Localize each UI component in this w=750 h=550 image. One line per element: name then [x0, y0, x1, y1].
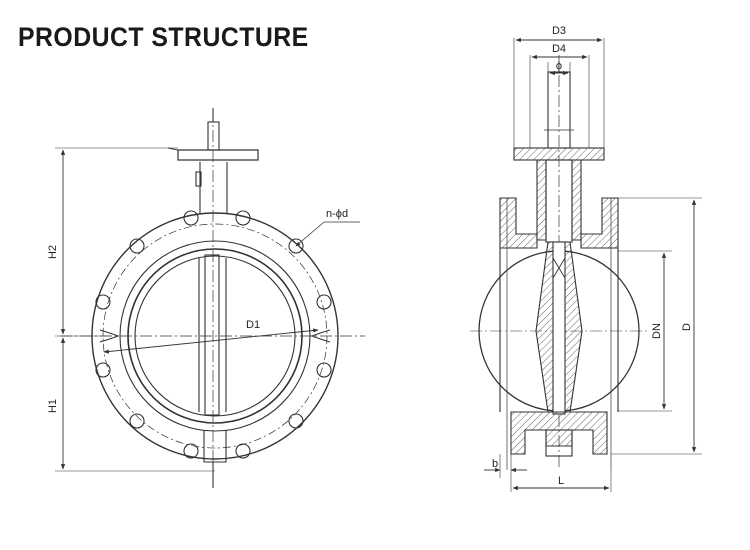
bolt-holes-label: n-ϕd [326, 208, 348, 220]
d-label: D [681, 323, 693, 331]
phi-label: ϕ [556, 60, 562, 72]
front-view [55, 108, 365, 488]
body-bottom [510, 411, 608, 455]
neck-key [195, 171, 202, 187]
dn-label: DN [651, 323, 663, 339]
d1-label: D1 [246, 319, 260, 331]
body-top-left [499, 197, 538, 249]
h1-label: H1 [47, 399, 59, 413]
page-title: PRODUCT STRUCTURE [18, 22, 309, 52]
bottom-boss [203, 430, 227, 463]
d3-label: D3 [552, 25, 566, 37]
actuator-flange [513, 147, 605, 161]
l-label: L [558, 475, 564, 487]
neck [199, 162, 228, 214]
disc-stem [204, 254, 220, 416]
bottom-bushing [545, 429, 573, 457]
bolt-holes [95, 210, 332, 459]
h2-label: H2 [47, 245, 59, 259]
side-view [470, 37, 702, 492]
d1-dimension-line [103, 328, 319, 354]
d4-label: D4 [552, 43, 566, 55]
top-mounting-plate [177, 149, 259, 161]
bolt-pitch-circle [102, 223, 328, 449]
bolt-hole-leader [295, 221, 325, 247]
top-stem [207, 121, 220, 151]
b-label: b [492, 458, 498, 470]
body-top-right [580, 197, 619, 249]
